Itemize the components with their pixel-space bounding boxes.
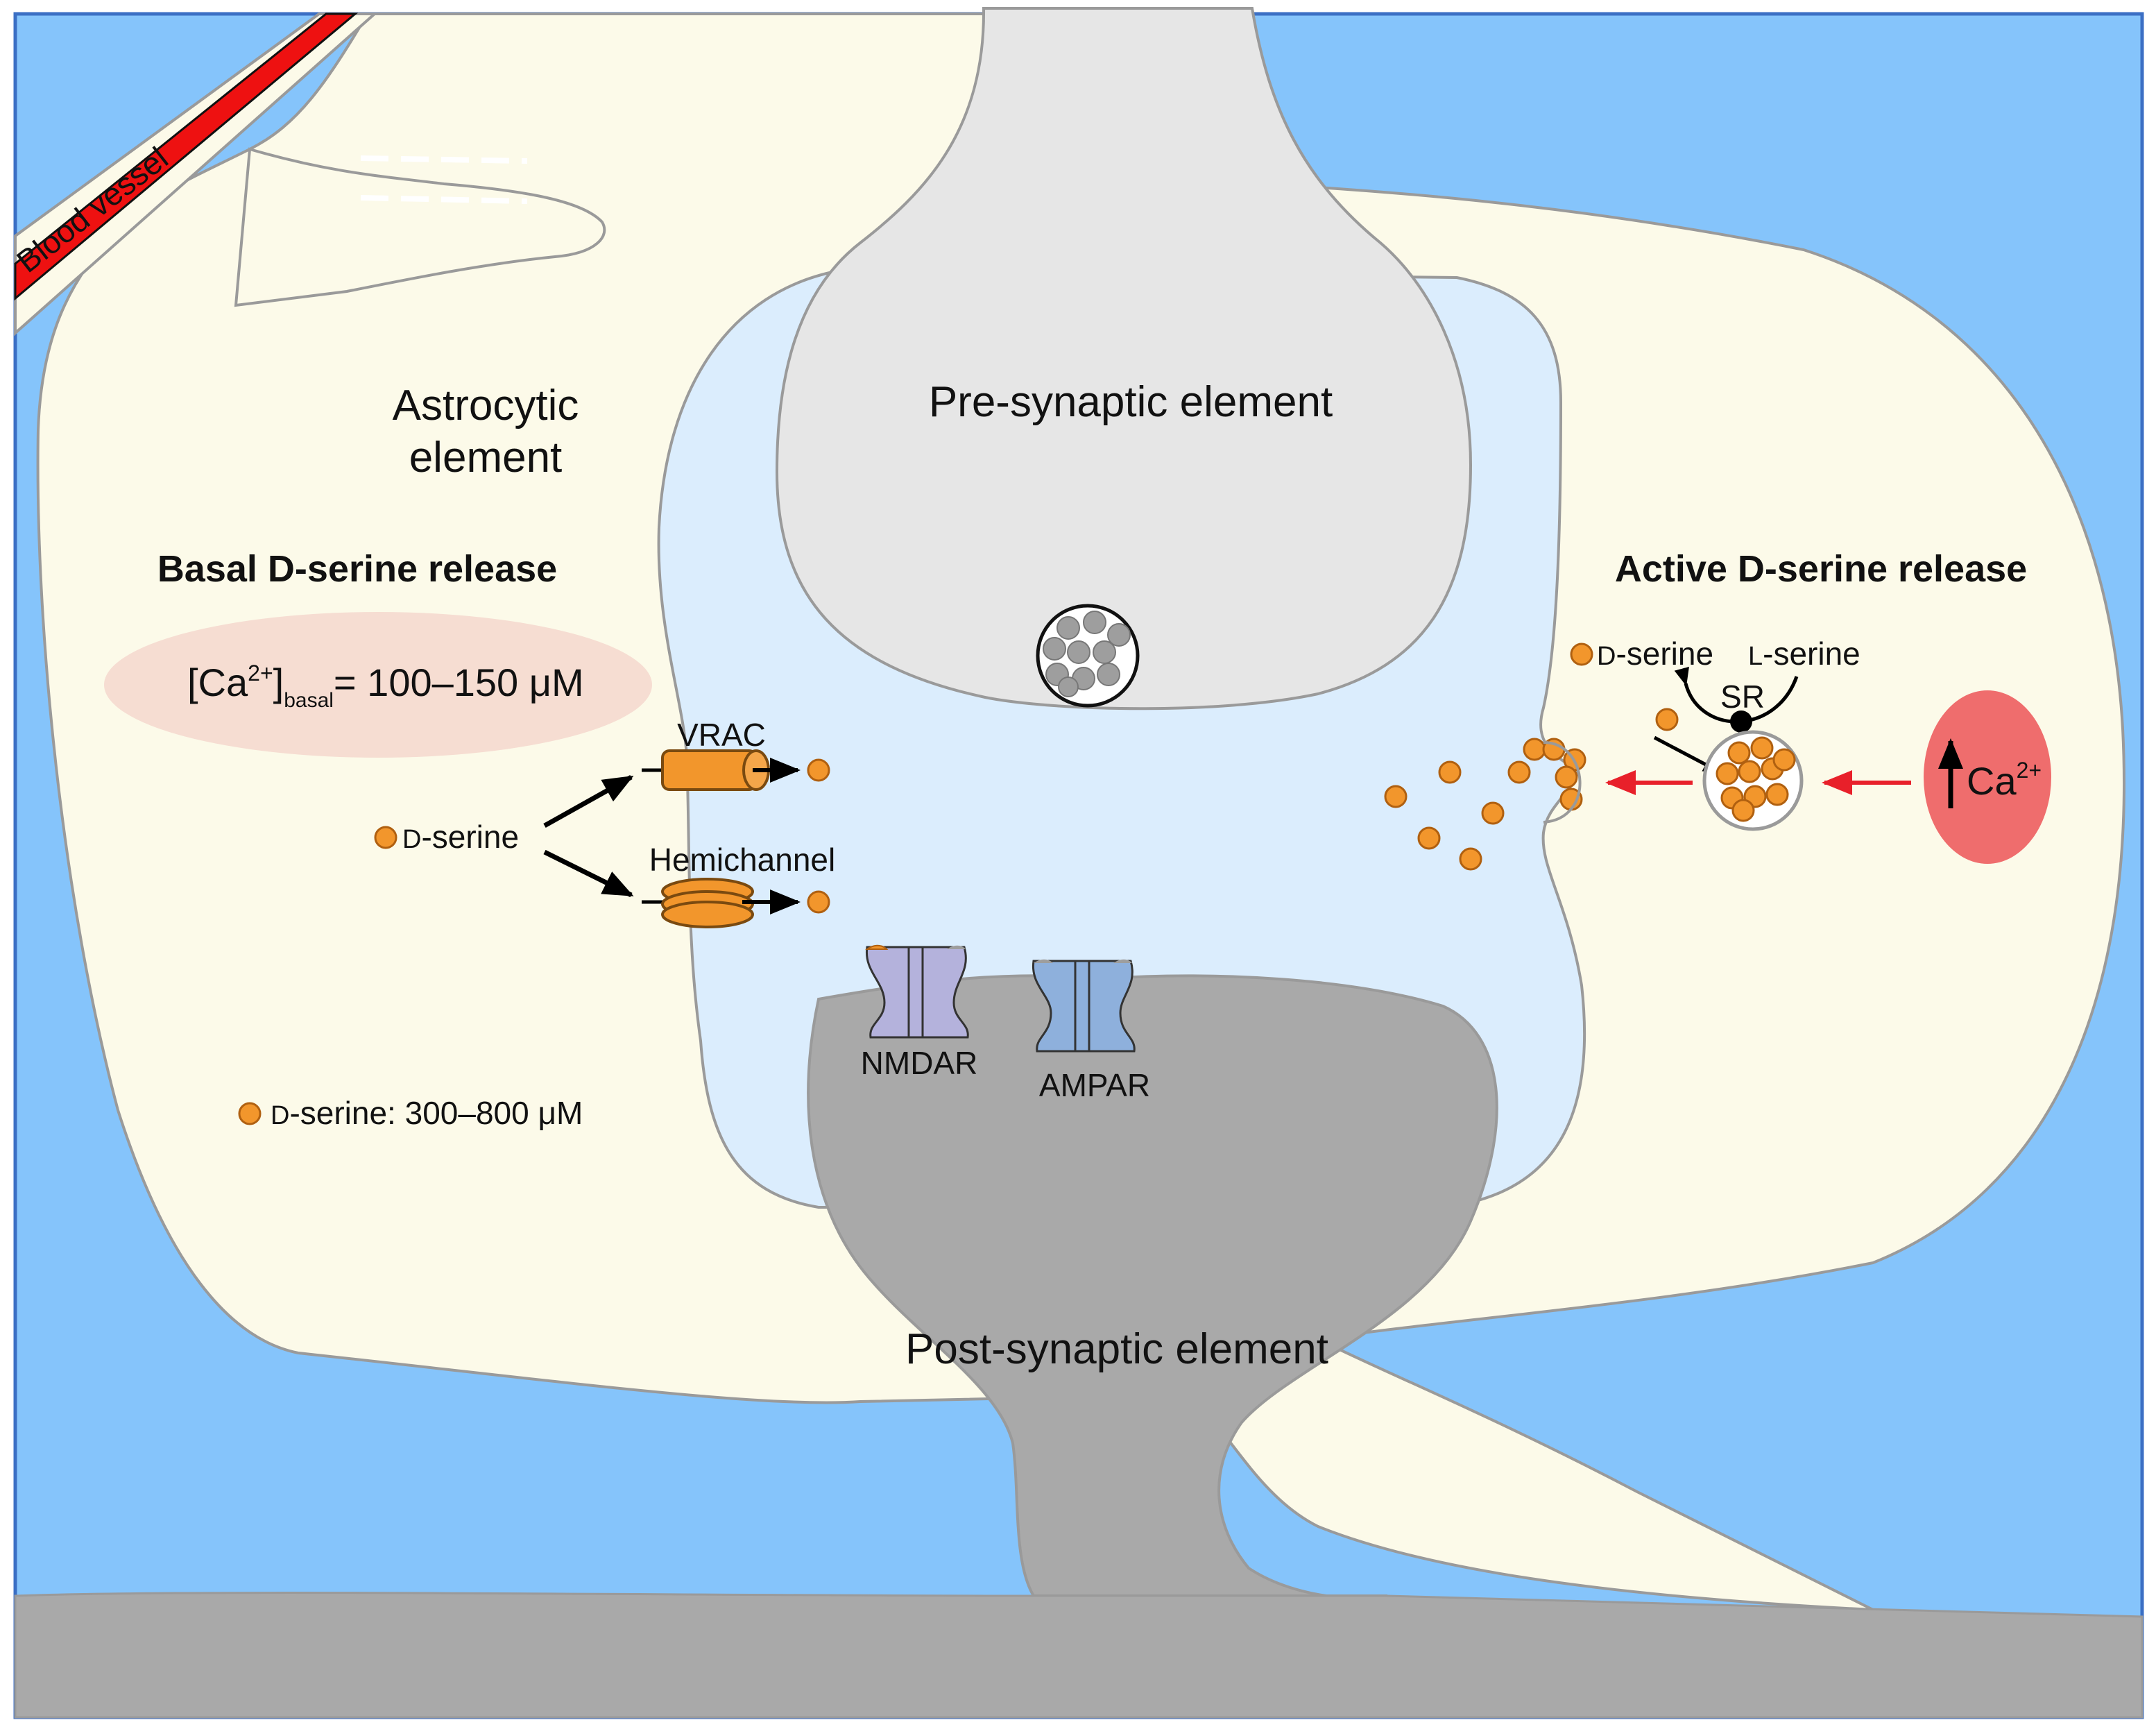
- dserine-dot-icon: [1555, 765, 1578, 789]
- endfoot-dashes: [360, 155, 528, 204]
- dserine-left-label: D-serine: [402, 819, 519, 855]
- blood-vessel-wall: [14, 12, 379, 337]
- presynaptic-element: [775, 7, 1473, 710]
- active-dserine-label: D-serine: [1597, 636, 1713, 672]
- calcium-increase-ellipse: [1924, 690, 2051, 864]
- lserine-label: L-serine: [1748, 636, 1860, 672]
- postsynaptic-label: Post-synaptic element: [905, 1325, 1328, 1373]
- postsynaptic-element: [807, 974, 1498, 1600]
- dserine-dot-icon: [238, 1102, 262, 1125]
- dserine-vesicle-icon: [1702, 730, 1804, 831]
- basal-calcium-label: [Ca2+]basal= 100–150 μM: [187, 661, 584, 712]
- hemichannel-icon: [642, 878, 801, 928]
- dserine-dot-icon: [1570, 643, 1593, 666]
- dserine-dot-icon: [807, 890, 830, 914]
- dserine-dot-icon: [1459, 847, 1482, 871]
- arrow-to-vrac-icon: [543, 774, 634, 828]
- dserine-dot-icon: [1655, 708, 1679, 731]
- sr-label: SR: [1720, 679, 1765, 715]
- arrow-to-hemichannel-icon: [543, 849, 634, 898]
- exocytosis-pore: [1543, 741, 1582, 824]
- dserine-dot-icon: [374, 826, 397, 849]
- dserine-dot-icon: [1523, 738, 1546, 761]
- astrocytic-label-line2: element: [409, 434, 563, 482]
- ampar-receptor-icon: [1032, 959, 1136, 1053]
- astrocytic-label-line1: Astrocytic: [393, 382, 579, 429]
- dserine-dot-icon: [1481, 801, 1505, 825]
- presynaptic-label: Pre-synaptic element: [929, 378, 1333, 426]
- blood-vessel-lumen: [14, 12, 359, 301]
- hemichannel-label: Hemichannel: [649, 842, 835, 878]
- dserine-dot-icon: [1417, 826, 1441, 850]
- basal-calcium-ellipse: [104, 612, 652, 758]
- calcium-label: Ca2+: [1967, 758, 2042, 803]
- basal-release-title: Basal D-serine release: [157, 548, 557, 590]
- nmdar-label: NMDAR: [861, 1045, 978, 1081]
- nmdar-receptor-icon: [864, 944, 969, 1039]
- dendrite-shaft: [14, 1592, 2144, 1719]
- dserine-dot-icon: [1384, 785, 1408, 808]
- sr-enzyme-icon: [1730, 710, 1752, 733]
- ampar-label: AMPAR: [1039, 1067, 1150, 1103]
- vrac-channel-icon: [642, 749, 801, 791]
- synaptic-vesicle-icon: [1036, 604, 1140, 708]
- dserine-dot-icon: [807, 758, 830, 782]
- dserine-dot-icon: [1438, 760, 1462, 784]
- vrac-label: VRAC: [677, 717, 766, 753]
- dserine-dot-icon: [1507, 760, 1531, 784]
- active-release-title: Active D-serine release: [1615, 548, 2027, 590]
- dserine-concentration-label: D-serine: 300–800 μM: [271, 1095, 583, 1131]
- astrocyte-process: [234, 147, 606, 307]
